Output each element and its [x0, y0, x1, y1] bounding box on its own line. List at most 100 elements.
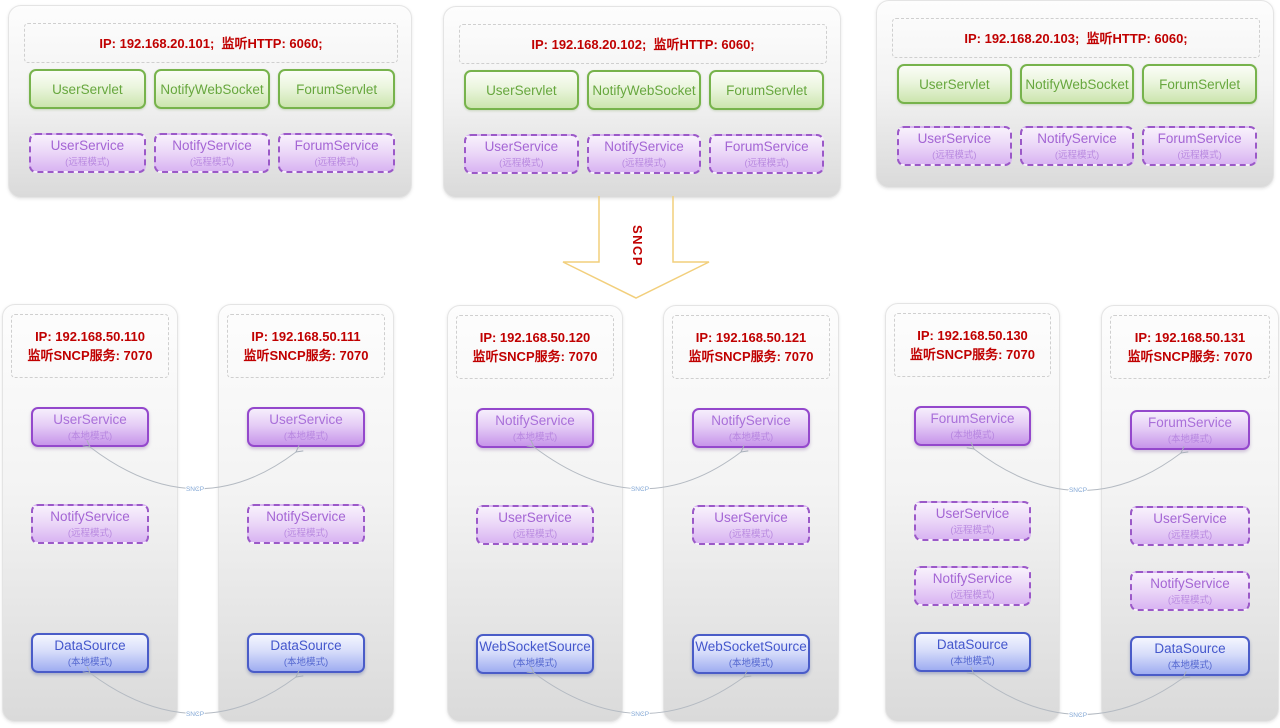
- http-server-node-101: IP: 192.168.20.101; 监听HTTP: 6060; UserSe…: [8, 5, 412, 198]
- service-name: UserService: [1153, 511, 1227, 526]
- server-ip-text: IP: 192.168.20.101; 监听HTTP: 6060;: [99, 35, 323, 51]
- servlet-box: ForumServlet: [278, 69, 396, 109]
- service-name: ForumService: [930, 411, 1015, 426]
- service-box-remote: UserService (远程模式): [914, 501, 1031, 541]
- service-row: UserService (远程模式) NotifyService (远程模式) …: [464, 134, 825, 174]
- service-mode: (远程模式): [67, 528, 113, 539]
- service-mode: (本地模式): [728, 432, 774, 443]
- server-listen-text: 监听SNCP服务: 7070: [27, 348, 153, 363]
- service-box-remote: UserService (远程模式): [476, 505, 594, 545]
- service-name: UserService: [917, 131, 992, 146]
- sncp-server-node-120: IP: 192.168.50.120 监听SNCP服务: 7070 Notify…: [447, 305, 623, 722]
- service-name: UserService: [498, 510, 572, 525]
- service-name: NotifyService: [1150, 576, 1230, 591]
- service-mode: (远程模式): [950, 590, 995, 601]
- server-ip-text: IP: 192.168.50.120: [479, 330, 591, 345]
- service-name: NotifyService: [1037, 131, 1117, 146]
- service-box-local: NotifyService (本地模式): [476, 408, 594, 448]
- service-box-remote: UserService (远程模式): [897, 126, 1012, 166]
- service-box-local: ForumService (本地模式): [1130, 410, 1250, 450]
- service-name: NotifyService: [711, 413, 791, 428]
- http-server-node-102: IP: 192.168.20.102; 监听HTTP: 6060; UserSe…: [443, 6, 841, 198]
- sncp-server-node-131: IP: 192.168.50.131 监听SNCP服务: 7070 ForumS…: [1101, 305, 1279, 722]
- service-mode: (远程模式): [283, 528, 329, 539]
- service-mode: (远程模式): [1167, 530, 1213, 541]
- service-mode: (远程模式): [314, 157, 359, 168]
- server-ip-header: IP: 192.168.50.110 监听SNCP服务: 7070: [11, 314, 169, 378]
- service-mode: (远程模式): [1054, 150, 1100, 161]
- service-name: UserService: [53, 412, 127, 427]
- source-mode: (本地模式): [950, 656, 995, 667]
- server-ip-header: IP: 192.168.50.121 监听SNCP服务: 7070: [672, 315, 830, 379]
- service-box-remote: NotifyService (远程模式): [1130, 571, 1250, 611]
- service-mode: (远程模式): [65, 157, 110, 168]
- source-name: DataSource: [1154, 641, 1226, 656]
- server-ip-header: IP: 192.168.50.120 监听SNCP服务: 7070: [456, 315, 614, 379]
- service-box-remote: UserService (远程模式): [1130, 506, 1250, 546]
- servlet-label: NotifyWebSocket: [1025, 76, 1129, 92]
- sncp-server-node-121: IP: 192.168.50.121 监听SNCP服务: 7070 Notify…: [663, 305, 839, 722]
- service-row: UserService (远程模式) NotifyService (远程模式) …: [897, 126, 1258, 166]
- websocketsource-box: WebSocketSource (本地模式): [692, 634, 810, 674]
- service-name: UserService: [269, 412, 343, 427]
- source-mode: (本地模式): [728, 658, 774, 669]
- service-name: ForumService: [1157, 131, 1242, 146]
- source-name: DataSource: [936, 637, 1009, 652]
- servlet-box: NotifyWebSocket: [1019, 64, 1135, 104]
- websocketsource-box: WebSocketSource (本地模式): [476, 634, 594, 674]
- service-name: UserService: [714, 510, 788, 525]
- sncp-connection-label: SNCP: [186, 711, 204, 718]
- server-listen-text: 监听SNCP服务: 7070: [910, 347, 1035, 362]
- server-ip-text: IP: 192.168.50.131: [1134, 330, 1246, 345]
- server-ip-header: IP: 192.168.20.101; 监听HTTP: 6060;: [24, 23, 398, 63]
- servlet-row: UserServlet NotifyWebSocket ForumServlet: [897, 64, 1258, 104]
- sncp-connection-label: SNCP: [631, 711, 649, 718]
- sncp-arrow-label: SNCP: [630, 225, 645, 267]
- service-box-remote: NotifyService (远程模式): [914, 566, 1031, 606]
- service-box-remote: UserService (远程模式): [29, 133, 146, 173]
- service-mode: (本地模式): [1167, 434, 1213, 445]
- servlet-label: NotifyWebSocket: [160, 81, 264, 97]
- server-ip-text: IP: 192.168.50.121: [695, 330, 807, 345]
- datasource-box: DataSource (本地模式): [247, 633, 365, 673]
- sncp-connection-label: SNCP: [631, 486, 649, 493]
- source-name: WebSocketSource: [695, 639, 807, 654]
- server-listen-text: 监听SNCP服务: 7070: [688, 349, 814, 364]
- servlet-label: UserServlet: [52, 81, 123, 97]
- servlet-label: NotifyWebSocket: [592, 82, 696, 98]
- source-name: WebSocketSource: [479, 639, 591, 654]
- service-mode: (本地模式): [67, 431, 113, 442]
- service-mode: (远程模式): [744, 158, 789, 169]
- server-ip-header: IP: 192.168.20.102; 监听HTTP: 6060;: [459, 24, 827, 64]
- service-mode: (远程模式): [728, 529, 774, 540]
- service-name: NotifyService: [604, 139, 684, 154]
- service-mode: (本地模式): [512, 432, 558, 443]
- server-listen-text: 监听SNCP服务: 7070: [243, 348, 369, 363]
- service-box-local: ForumService (本地模式): [914, 406, 1031, 446]
- servlet-label: ForumServlet: [296, 81, 378, 97]
- service-name: ForumService: [1147, 415, 1233, 430]
- service-name: UserService: [484, 139, 559, 154]
- service-name: NotifyService: [932, 571, 1013, 586]
- server-ip-text: IP: 192.168.20.103; 监听HTTP: 6060;: [964, 30, 1188, 46]
- server-ip-header: IP: 192.168.50.131 监听SNCP服务: 7070: [1110, 315, 1270, 379]
- source-mode: (本地模式): [512, 658, 558, 669]
- sncp-connection-label: SNCP: [1069, 487, 1087, 494]
- service-mode: (本地模式): [283, 431, 329, 442]
- service-box-remote: ForumService (远程模式): [278, 133, 396, 173]
- service-mode: (远程模式): [189, 157, 235, 168]
- servlet-box: NotifyWebSocket: [586, 70, 702, 110]
- service-name: NotifyService: [495, 413, 575, 428]
- service-box-remote: ForumService (远程模式): [1142, 126, 1258, 166]
- servlet-box: ForumServlet: [1142, 64, 1258, 104]
- server-listen-text: 监听SNCP服务: 7070: [472, 349, 598, 364]
- service-box-remote: NotifyService (远程模式): [586, 134, 702, 174]
- server-ip-header: IP: 192.168.50.130 监听SNCP服务: 7070: [894, 313, 1051, 377]
- server-ip-text: IP: 192.168.50.111: [251, 329, 361, 344]
- source-mode: (本地模式): [283, 657, 329, 668]
- service-box-remote: NotifyService (远程模式): [247, 504, 365, 544]
- datasource-box: DataSource (本地模式): [31, 633, 149, 673]
- service-row: UserService (远程模式) NotifyService (远程模式) …: [29, 133, 396, 173]
- sncp-connection-label: SNCP: [186, 486, 204, 493]
